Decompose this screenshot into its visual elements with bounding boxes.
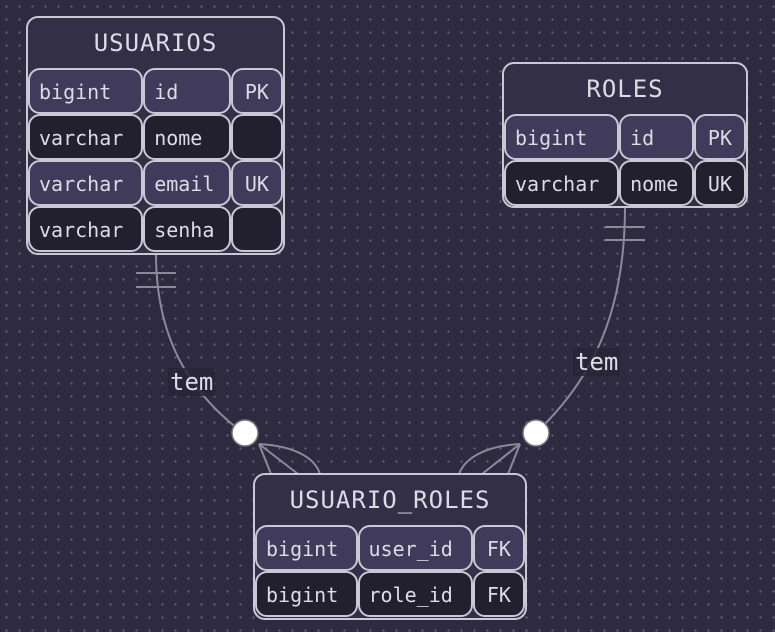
relationship-line-usuarios: [155, 253, 244, 434]
table-row: bigint user_id FK: [255, 525, 525, 571]
column-type: bigint: [28, 68, 144, 114]
column-name: user_id: [357, 525, 473, 571]
column-type: bigint: [504, 114, 620, 160]
column-type: varchar: [28, 160, 144, 206]
table-row: bigint role_id FK: [255, 571, 525, 617]
column-name: role_id: [357, 571, 473, 617]
column-type: bigint: [255, 571, 358, 617]
column-type: varchar: [28, 114, 144, 160]
column-key: [230, 206, 283, 252]
entity-title: ROLES: [586, 75, 664, 103]
table-row: varchar email UK: [28, 160, 283, 206]
zero-marker-roles: [522, 419, 550, 447]
column-type: varchar: [28, 206, 144, 252]
relationship-label-usuarios: tem: [168, 368, 216, 396]
column-key: FK: [472, 525, 525, 571]
column-name: nome: [143, 114, 231, 160]
column-type: bigint: [255, 525, 358, 571]
column-key: FK: [472, 571, 525, 617]
column-key: UK: [693, 160, 746, 206]
column-name: id: [143, 68, 231, 114]
zero-marker-usuarios: [231, 419, 259, 447]
table-row: varchar nome: [28, 114, 283, 160]
column-key: PK: [693, 114, 746, 160]
column-type: varchar: [504, 160, 620, 206]
table-row: varchar nome UK: [504, 160, 746, 206]
column-key: PK: [230, 68, 283, 114]
entity-usuarios[interactable]: USUARIOS bigint id PK varchar nome varch…: [26, 16, 285, 255]
entity-usuario-roles[interactable]: USUARIO_ROLES bigint user_id FK bigint r…: [253, 473, 527, 620]
table-row: bigint id PK: [504, 114, 746, 160]
entity-roles[interactable]: ROLES bigint id PK varchar nome UK: [502, 62, 748, 208]
entity-title: USUARIO_ROLES: [289, 486, 491, 514]
column-name: senha: [143, 206, 231, 252]
column-name: id: [619, 114, 694, 160]
relationship-label-roles: tem: [573, 348, 621, 376]
many-marker-usuarios: [258, 443, 321, 475]
column-name: nome: [619, 160, 694, 206]
column-key: [230, 114, 283, 160]
table-row: bigint id PK: [28, 68, 283, 114]
column-key: UK: [230, 160, 283, 206]
column-name: email: [143, 160, 231, 206]
entity-title: USUARIOS: [93, 29, 218, 57]
many-marker-roles: [458, 443, 521, 475]
table-row: varchar senha: [28, 206, 283, 252]
